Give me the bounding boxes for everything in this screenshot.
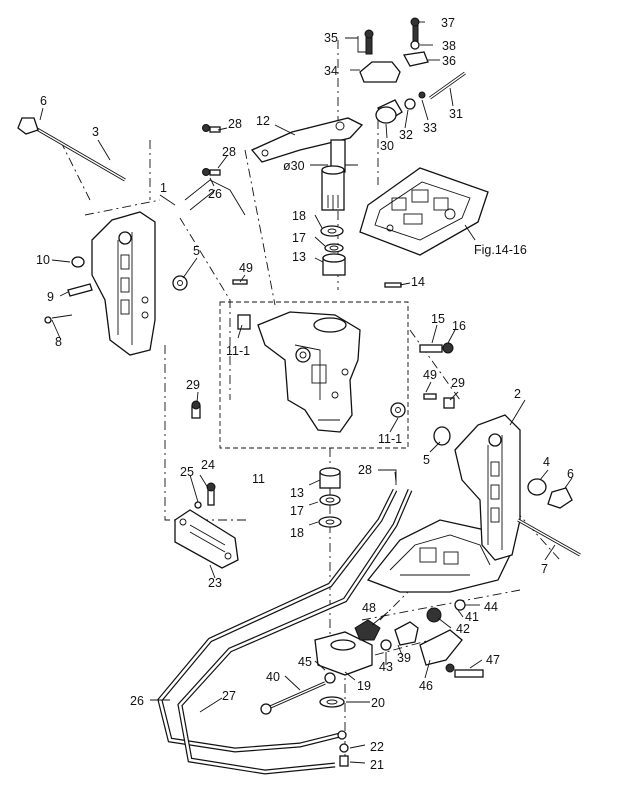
callout-45: 45 — [298, 655, 312, 669]
top-clamp-parts — [359, 17, 429, 124]
callout-24: 24 — [201, 458, 215, 472]
callout-4: 4 — [543, 455, 550, 469]
assembly-boundary-box — [219, 301, 409, 449]
callout-10: 10 — [36, 253, 50, 267]
lower-bushing-stack — [318, 467, 342, 528]
callout-47: 47 — [486, 653, 500, 667]
callout-20: 20 — [371, 696, 385, 710]
callout-12: 12 — [256, 114, 270, 128]
callout-18-top: 18 — [292, 209, 306, 223]
callout-13-top: 13 — [292, 250, 306, 264]
left-clamp-bracket — [91, 211, 156, 356]
callout-5-right: 5 — [423, 453, 430, 467]
callout-49-right: 49 — [423, 368, 437, 382]
callout-23: 23 — [208, 576, 222, 590]
callout-18-bottom: 18 — [290, 526, 304, 540]
callout-27: 27 — [222, 689, 236, 703]
callout-22: 22 — [370, 740, 384, 754]
callout-33: 33 — [423, 121, 437, 135]
steering-shaft — [321, 139, 346, 211]
callout-28-top: 28 — [228, 117, 242, 131]
engine-mount-plate-sketch — [359, 167, 489, 256]
rods — [17, 71, 581, 715]
small-hardware — [44, 124, 573, 509]
callout-26-bottom: 26 — [130, 694, 144, 708]
callout-6-left: 6 — [40, 94, 47, 108]
callout-38: 38 — [442, 39, 456, 53]
callout-42: 42 — [456, 622, 470, 636]
block-part — [174, 509, 239, 569]
leader-lines — [39, 21, 573, 764]
callout-15: 15 — [431, 312, 445, 326]
control-cables — [157, 179, 413, 775]
callout-40: 40 — [266, 670, 280, 684]
callout-29-right: 29 — [451, 376, 465, 390]
callout-34: 34 — [324, 64, 338, 78]
callout-7: 7 — [541, 562, 548, 576]
callout-28-middle: 28 — [222, 145, 236, 159]
callout-37: 37 — [441, 16, 455, 30]
callout-1: 1 — [160, 181, 167, 195]
swivel-bracket — [257, 311, 361, 433]
callout-41: 41 — [465, 610, 479, 624]
callout-48: 48 — [362, 601, 376, 615]
callout-11: 11 — [252, 472, 265, 486]
callout-43: 43 — [379, 660, 393, 674]
callout-26-top: 26 — [208, 187, 222, 201]
callout-44: 44 — [484, 600, 498, 614]
callout-19: 19 — [357, 679, 371, 693]
callout-8: 8 — [55, 335, 62, 349]
callout-2: 2 — [514, 387, 521, 401]
callout-labels: 1 2 3 4 5 5 6 6 7 8 9 10 11 11-1 11-1 12… — [36, 16, 574, 772]
callout-29-left: 29 — [186, 378, 200, 392]
callout-11-1-left: 11-1 — [226, 344, 250, 358]
callout-46: 46 — [419, 679, 433, 693]
callout-5-left: 5 — [193, 244, 200, 258]
callout-35: 35 — [324, 31, 338, 45]
callout-17-top: 17 — [292, 231, 306, 245]
callout-17-bottom: 17 — [290, 504, 304, 518]
lower-steering-block — [314, 599, 484, 767]
callout-32: 32 — [399, 128, 413, 142]
callout-3: 3 — [92, 125, 99, 139]
figure-reference: Fig.14-16 — [474, 243, 527, 257]
callout-9: 9 — [47, 290, 54, 304]
callout-16: 16 — [452, 319, 466, 333]
callout-11-1-right: 11-1 — [378, 432, 402, 446]
callout-49-left: 49 — [239, 261, 253, 275]
callout-13-bottom: 13 — [290, 486, 304, 500]
callout-39: 39 — [397, 651, 411, 665]
callout-28-lower: 28 — [358, 463, 372, 477]
callout-31: 31 — [449, 107, 463, 121]
callout-30: 30 — [380, 139, 394, 153]
callout-21: 21 — [370, 758, 384, 772]
upper-bushing-stack — [320, 225, 346, 276]
callout-6-right: 6 — [567, 467, 574, 481]
callout-14: 14 — [411, 275, 425, 289]
dimension-label: ø30 — [283, 159, 305, 173]
callout-25: 25 — [180, 465, 194, 479]
callout-36: 36 — [442, 54, 456, 68]
right-clamp-bracket — [454, 414, 521, 561]
steering-arm — [250, 117, 364, 163]
